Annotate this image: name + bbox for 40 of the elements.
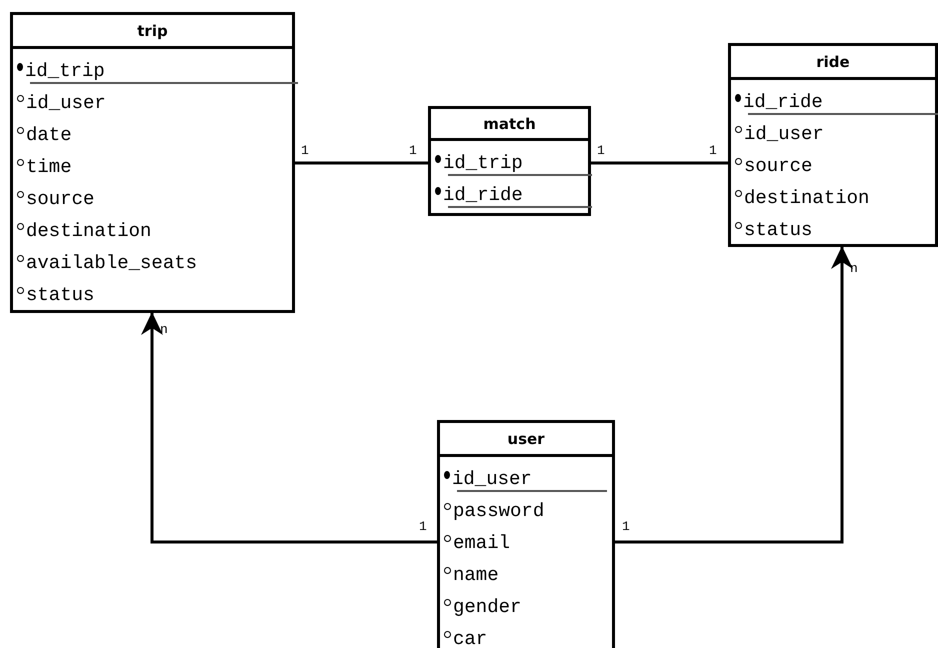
entity-name: user xyxy=(507,430,545,448)
entity-name: trip xyxy=(137,22,168,40)
primary-key-field: id_trip xyxy=(25,60,105,82)
cardinality-label: 1 xyxy=(419,520,427,534)
cardinality-label: 1 xyxy=(409,144,417,158)
entity-table xyxy=(428,106,591,216)
relationship-line xyxy=(591,162,728,164)
cardinality-label: 1 xyxy=(597,144,605,158)
cardinality-label: 1 xyxy=(301,144,309,158)
primary-key-field: id_ride xyxy=(443,184,523,206)
attribute-field: id_user xyxy=(744,123,824,145)
attribute-field: status xyxy=(26,284,94,306)
attribute-field: destination xyxy=(744,187,870,209)
entity-name: ride xyxy=(816,52,850,70)
attribute-field: status xyxy=(744,219,812,241)
attribute-field: car xyxy=(453,628,488,648)
entity-table xyxy=(437,420,615,648)
attribute-field: name xyxy=(453,564,499,586)
attribute-field: password xyxy=(453,500,544,522)
attribute-field: destination xyxy=(26,220,152,242)
relationship-line xyxy=(295,162,428,164)
primary-key-field: id_trip xyxy=(443,152,523,174)
attribute-field: available_seats xyxy=(26,252,198,274)
cardinality-label: 1 xyxy=(709,144,717,158)
attribute-field: source xyxy=(26,188,94,210)
attribute-field: id_user xyxy=(26,92,106,114)
attribute-field: source xyxy=(744,155,812,177)
relationship-arrow xyxy=(141,312,437,544)
cardinality-label: 1 xyxy=(622,520,630,534)
attribute-field: email xyxy=(453,532,510,554)
primary-key-field: id_ride xyxy=(743,91,823,113)
entity-table xyxy=(10,12,295,313)
attribute-field: time xyxy=(26,156,72,178)
primary-key-field: id_user xyxy=(452,468,532,490)
entity-name: match xyxy=(483,114,536,132)
entity-table xyxy=(728,43,938,247)
cardinality-label: n xyxy=(160,323,168,337)
attribute-field: date xyxy=(26,124,72,146)
attribute-field: gender xyxy=(453,596,522,618)
relationship-arrow xyxy=(615,246,853,544)
